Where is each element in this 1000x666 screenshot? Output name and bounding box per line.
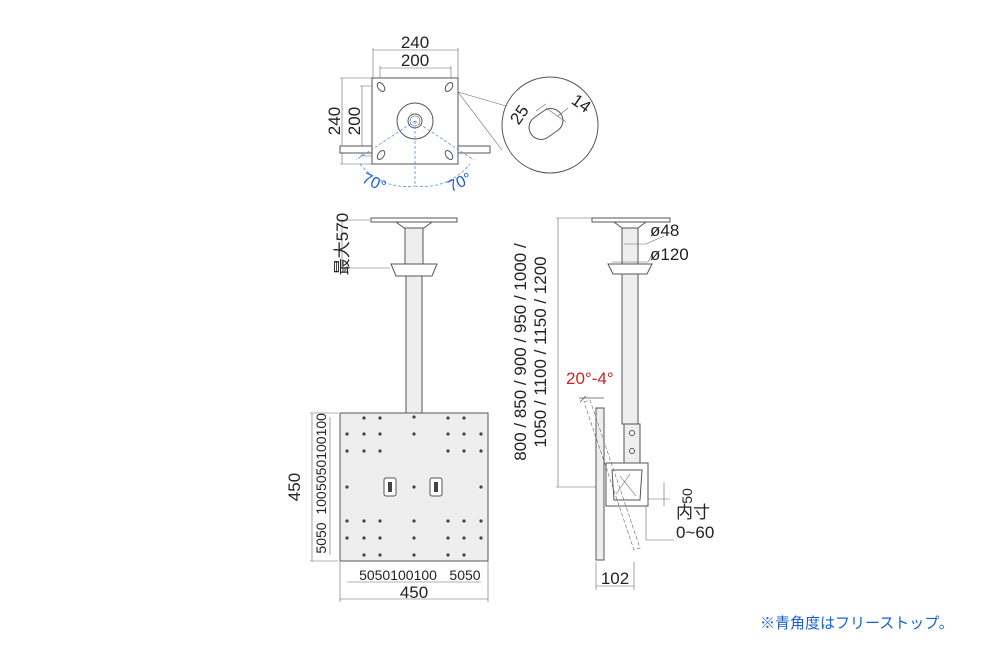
horizontal-pitches: 5050100100 xyxy=(359,567,437,583)
panel-height: 450 xyxy=(285,473,304,501)
base-diameter: ø120 xyxy=(650,245,689,264)
panel-width: 450 xyxy=(400,583,428,602)
vesa-holes xyxy=(345,415,483,557)
pipe-diameter: ø48 xyxy=(650,221,679,240)
front-pipe xyxy=(405,275,423,415)
tilt-angle: 20°-4° xyxy=(566,369,614,388)
side-view: 800 / 850 / 900 / 950 / 1000 / 1050 / 11… xyxy=(511,217,714,590)
top-width-outer: 240 xyxy=(401,33,429,52)
inner-range: 0~60 xyxy=(676,523,714,542)
horizontal-pitches-2: 5050 xyxy=(449,567,480,583)
length-options-1: 800 / 850 / 900 / 950 / 1000 / xyxy=(511,243,530,461)
depth-dim: 102 xyxy=(601,569,629,588)
vertical-pitches-bottom: 5050 xyxy=(313,522,329,553)
inner-offset: 50 xyxy=(679,488,695,504)
inner-label: 内寸 xyxy=(676,503,710,522)
top-view: 240 200 240 200 70° 70° xyxy=(325,33,599,196)
length-options-2: 1050 / 1100 / 1150 / 1200 xyxy=(531,256,550,447)
side-pipe xyxy=(621,273,639,425)
monitor-plate xyxy=(595,407,605,561)
vertical-pitches-top: 5050100100 xyxy=(313,413,329,491)
top-width-inner: 200 xyxy=(401,51,429,70)
front-view: 最大570 450 5050100100 100 5050 xyxy=(285,213,489,602)
free-stop-note: ※青角度はフリーストップ。 xyxy=(760,615,954,632)
front-ceiling-plate xyxy=(370,217,458,223)
angle-right: 70° xyxy=(446,170,475,196)
top-height-outer: 240 xyxy=(325,107,344,135)
vertical-pitches-mid: 100 xyxy=(313,491,329,515)
top-height-inner: 200 xyxy=(345,107,364,135)
angle-left: 70° xyxy=(359,170,388,196)
max-length-label: 最大570 xyxy=(333,213,352,275)
